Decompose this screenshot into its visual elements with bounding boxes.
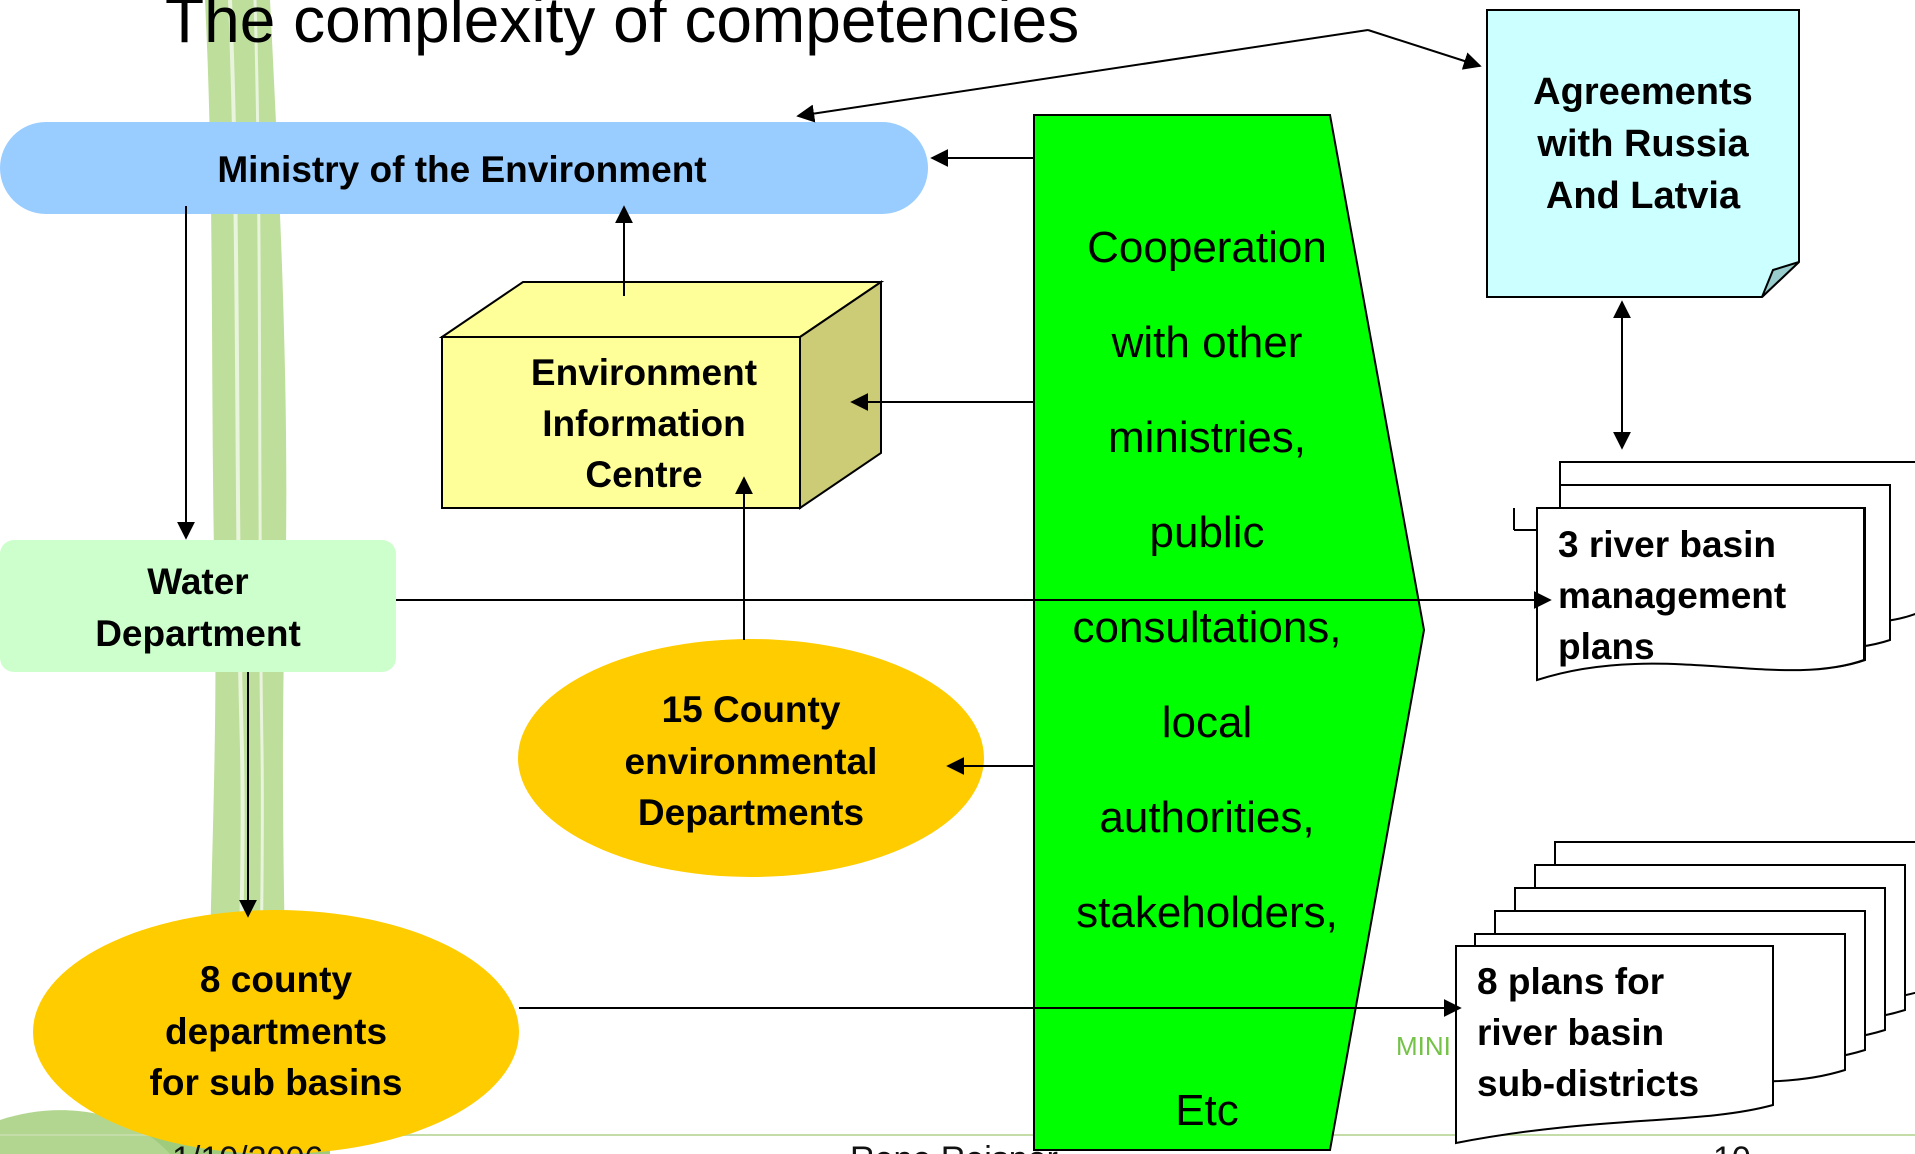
plans-8-label-line-2: river basin: [1477, 1012, 1664, 1053]
cooperation-line-6: local: [1162, 698, 1253, 747]
eic-label-line-1: Environment: [531, 352, 757, 393]
cooperation-chevron: [1033, 114, 1426, 1151]
watermark-text: MINI: [1396, 1031, 1451, 1061]
county-15-node: [518, 639, 984, 877]
cooperation-line-8: stakeholders,: [1076, 888, 1338, 937]
rbmp-3-label-line-3: plans: [1558, 626, 1655, 667]
cooperation-line-10: Etc: [1175, 1086, 1239, 1135]
arrow-title-to-agreements: [1367, 29, 1482, 70]
ministry-label: Ministry of the Environment: [217, 149, 706, 190]
plans-8-front-sheet: [1455, 945, 1774, 1145]
county-8-label-line-3: for sub basins: [150, 1062, 403, 1103]
cooperation-line-1: Cooperation: [1087, 223, 1327, 272]
county-15-label-line-2: environmental: [625, 741, 878, 782]
rbmp-3-label-line-2: management: [1558, 575, 1786, 616]
county-15-label-line-1: 15 County: [662, 689, 841, 730]
ministry-node: [0, 122, 928, 214]
page-title: The complexity of competencies: [165, 0, 1079, 56]
cooperation-line-4: public: [1150, 508, 1265, 557]
water-department-node: [0, 540, 396, 672]
rbmp-3-front-sheet: [1536, 507, 1865, 682]
county-8-node: [33, 910, 519, 1154]
plans-8-label-line-1: 8 plans for: [1477, 961, 1664, 1002]
agreements-label-line-2: with Russia: [1536, 123, 1749, 165]
cooperation-line-2: with other: [1111, 318, 1303, 367]
eic-label-line-2: Information: [542, 403, 745, 444]
county-15-label-line-3: Departments: [638, 792, 864, 833]
county-8-label-line-1: 8 county: [200, 959, 353, 1000]
footer-date: 1/10/2006: [172, 1140, 323, 1154]
plans-8-label-line-3: sub-districts: [1477, 1063, 1699, 1104]
water-department-label-line-1: Water: [147, 561, 248, 602]
cooperation-line-7: authorities,: [1099, 793, 1314, 842]
county-8-label-line-2: departments: [165, 1011, 387, 1052]
connectors: [177, 29, 1631, 1017]
cooperation-line-5: consultations,: [1072, 603, 1341, 652]
cooperation-text: Cooperation with other ministries, publi…: [1072, 223, 1341, 1135]
footer-page-number: 10: [1713, 1140, 1751, 1154]
arrow-title-to-ministry: [796, 29, 1369, 123]
agreements-label-line-3: And Latvia: [1546, 175, 1741, 217]
rbmp-3-label-line-1: 3 river basin: [1558, 524, 1776, 565]
cooperation-line-3: ministries,: [1108, 413, 1306, 462]
agreements-fold: [1761, 261, 1800, 298]
environment-information-centre-node: [438, 280, 885, 510]
eic-label-line-3: Centre: [585, 454, 702, 495]
agreements-label-line-1: Agreements: [1533, 71, 1753, 113]
footer-author: Rene Reisner: [850, 1140, 1058, 1154]
water-department-label-line-2: Department: [95, 613, 301, 654]
